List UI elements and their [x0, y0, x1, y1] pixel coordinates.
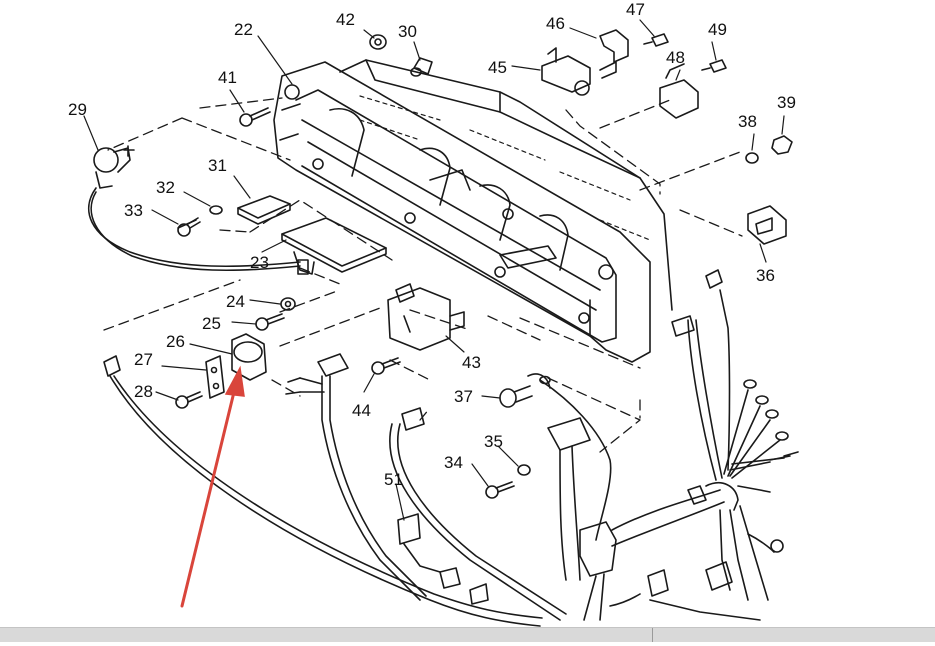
label-47: 47: [626, 0, 645, 19]
part-44-screw: [371, 357, 401, 375]
label-51: 51: [384, 470, 403, 489]
label-27: 27: [134, 350, 153, 369]
label-32: 32: [156, 178, 175, 197]
label-36: 36: [756, 266, 775, 285]
label-37: 37: [454, 387, 473, 406]
part-32-washer: [209, 205, 223, 215]
part-29-knob: [87, 145, 301, 272]
part-28-screw: [175, 391, 203, 409]
part-36-connector: [747, 205, 787, 245]
part-35-washer: [517, 464, 531, 476]
label-24: 24: [226, 292, 245, 311]
label-35: 35: [484, 432, 503, 451]
part-47-screw: [643, 33, 669, 47]
part-25-screw: [255, 313, 285, 331]
part-37-screw: [499, 385, 533, 408]
label-25: 25: [202, 314, 221, 333]
part-38-washer: [745, 152, 759, 164]
label-31: 31: [208, 156, 227, 175]
label-30: 30: [398, 22, 417, 41]
label-23: 23: [250, 253, 269, 272]
label-28: 28: [134, 382, 153, 401]
label-48: 48: [666, 48, 685, 67]
part-45-sensor: [541, 47, 591, 96]
part-labels: 22 42 30 46 47 49 41 45 48 29 38 39 31 3…: [68, 0, 796, 489]
label-33: 33: [124, 201, 143, 220]
label-38: 38: [738, 112, 757, 131]
part-23-board: [281, 217, 387, 275]
label-39: 39: [777, 93, 796, 112]
wire-harness: [103, 269, 799, 627]
part-34-screw: [485, 481, 515, 499]
part-26-buzzer: [231, 333, 267, 381]
part-41-screw: [239, 107, 271, 127]
part-24-washer: [280, 297, 296, 311]
part-33-screw: [177, 217, 201, 237]
bottom-status-bar: [0, 627, 935, 642]
label-42: 42: [336, 10, 355, 29]
status-bar-divider: [652, 628, 653, 642]
bracket-frame: [273, 59, 673, 363]
label-34: 34: [444, 453, 463, 472]
part-31-pad: [237, 195, 291, 225]
label-26: 26: [166, 332, 185, 351]
label-29: 29: [68, 100, 87, 119]
part-49-screw: [701, 59, 727, 73]
part-27-clip: [205, 355, 225, 399]
part-39-nut: [771, 135, 793, 155]
label-41: 41: [218, 68, 237, 87]
label-44: 44: [352, 401, 371, 420]
part-30-grommet: [410, 57, 433, 77]
label-22: 22: [234, 20, 253, 39]
part-46-bracket: [599, 29, 629, 79]
label-46: 46: [546, 14, 565, 33]
part-48-relay: [659, 63, 699, 119]
part-43-switch: [387, 283, 465, 351]
label-45: 45: [488, 58, 507, 77]
label-49: 49: [708, 20, 727, 39]
pointer-arrow: [180, 365, 245, 608]
label-43: 43: [462, 353, 481, 372]
part-42-washer: [369, 34, 387, 50]
